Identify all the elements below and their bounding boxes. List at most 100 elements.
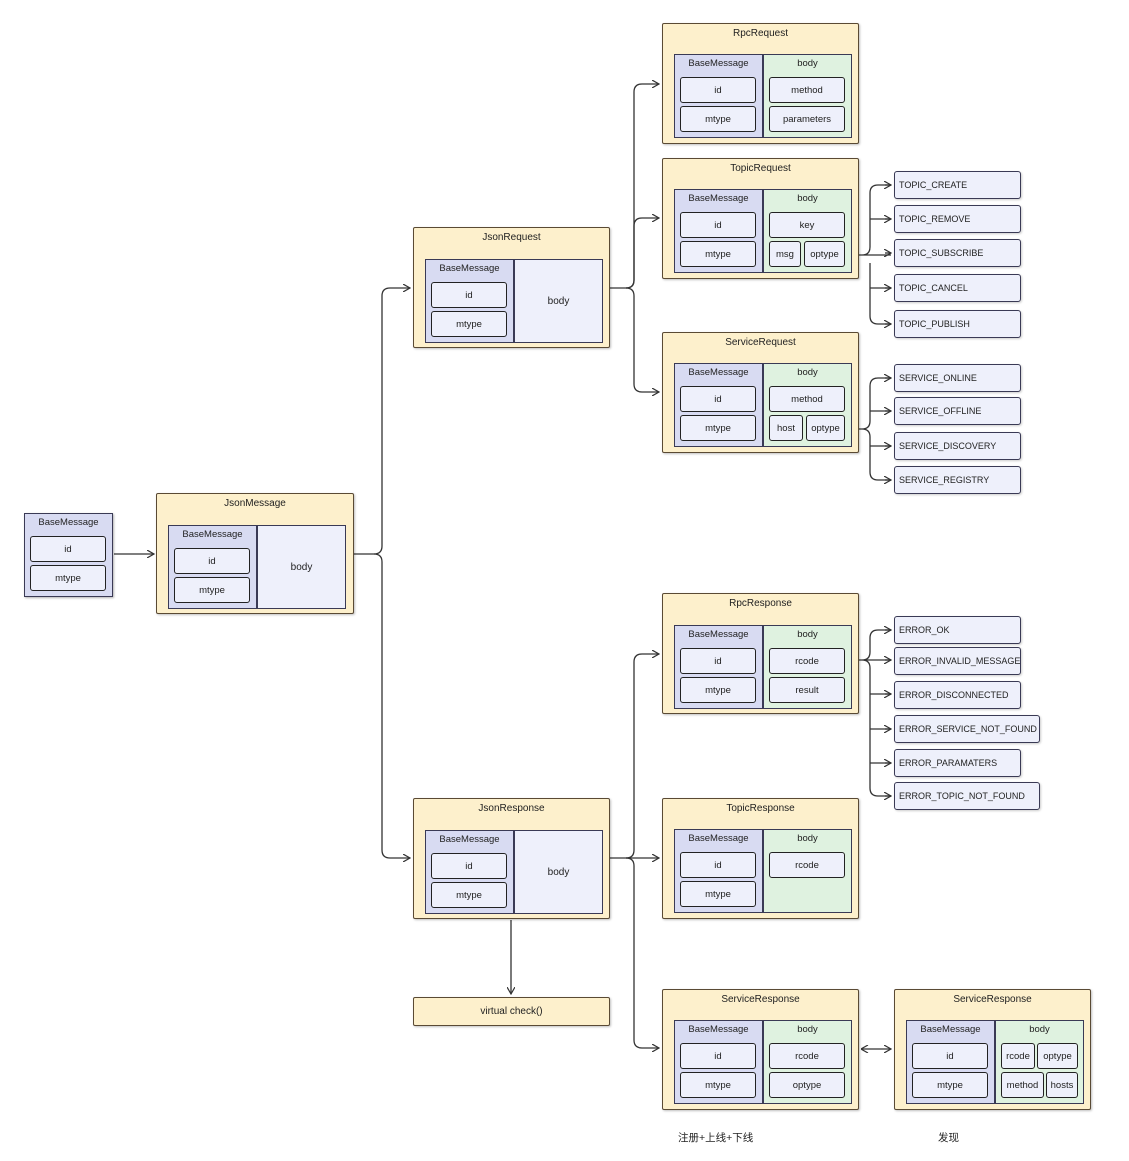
body-title: body <box>797 367 818 378</box>
mtype-field: mtype <box>680 677 756 703</box>
host-field: host <box>769 415 803 441</box>
arrow-jsonresponse-to-serviceresponse <box>625 857 659 1048</box>
base-message-block: BaseMessage id mtype <box>425 259 514 343</box>
service-response-discovery-class: ServiceResponse BaseMessage id mtype bod… <box>894 989 1091 1110</box>
base-message-block: BaseMessage id mtype <box>674 189 763 273</box>
id-field: id <box>174 548 250 574</box>
optype-field: optype <box>806 415 845 441</box>
mtype-field: mtype <box>680 1072 756 1098</box>
service-request-class: ServiceRequest BaseMessage id mtype body… <box>662 332 859 453</box>
topic-response-title: TopicResponse <box>726 803 795 814</box>
id-field: id <box>680 648 756 674</box>
parameters-field: parameters <box>769 106 845 132</box>
base-message-block: BaseMessage id mtype <box>674 363 763 447</box>
enum-error-service-not-found: ERROR_SERVICE_NOT_FOUND <box>894 715 1040 743</box>
service-request-title: ServiceRequest <box>725 337 796 348</box>
enum-service-offline: SERVICE_OFFLINE <box>894 397 1021 425</box>
base-message-block: BaseMessage id mtype <box>168 525 257 609</box>
json-response-title: JsonResponse <box>478 803 545 814</box>
service-response-class: ServiceResponse BaseMessage id mtype bod… <box>662 989 859 1110</box>
arrow-jsonresponse-to-rpcresponse <box>610 654 659 859</box>
enum-service-registry: SERVICE_REGISTRY <box>894 466 1021 494</box>
body-block: body rcode result <box>763 625 852 709</box>
base-message-title: BaseMessage <box>688 1024 749 1035</box>
body-block: body key msg optype <box>763 189 852 273</box>
enum-service-online: SERVICE_ONLINE <box>894 364 1021 392</box>
rcode-field: rcode <box>769 1043 845 1069</box>
body-block: body <box>514 259 603 343</box>
base-message-block: BaseMessage id mtype <box>674 54 763 138</box>
json-request-title: JsonRequest <box>482 232 541 243</box>
arrow-jsonrequest-to-servicerequest <box>625 287 659 392</box>
mtype-field: mtype <box>30 565 106 591</box>
body-block: body method host optype <box>763 363 852 447</box>
body-block: body <box>257 525 346 609</box>
service-response-title: ServiceResponse <box>721 994 800 1005</box>
id-field: id <box>912 1043 988 1069</box>
json-message-class: JsonMessage BaseMessage id mtype body <box>156 493 354 614</box>
enum-error-topic-not-found: ERROR_TOPIC_NOT_FOUND <box>894 782 1040 810</box>
id-field: id <box>30 536 106 562</box>
enum-topic-cancel: TOPIC_CANCEL <box>894 274 1021 302</box>
enum-topic-remove: TOPIC_REMOVE <box>894 205 1021 233</box>
json-response-class: JsonResponse BaseMessage id mtype body <box>413 798 610 919</box>
rcode-field: rcode <box>769 648 845 674</box>
base-message-title: BaseMessage <box>688 833 749 844</box>
msg-field: msg <box>769 241 801 267</box>
enum-error-invalid-message: ERROR_INVALID_MESSAGE <box>894 647 1021 675</box>
caption-register: 注册+上线+下线 <box>678 1132 754 1144</box>
enum-error-paramaters: ERROR_PARAMATERS <box>894 749 1021 777</box>
body-title: body <box>1029 1024 1050 1035</box>
enum-topic-subscribe: TOPIC_SUBSCRIBE <box>894 239 1021 267</box>
json-message-title: JsonMessage <box>224 498 286 509</box>
json-request-class: JsonRequest BaseMessage id mtype body <box>413 227 610 348</box>
enum-topic-create: TOPIC_CREATE <box>894 171 1021 199</box>
hosts-field: hosts <box>1046 1072 1078 1098</box>
body-block: body method parameters <box>763 54 852 138</box>
base-message-title: BaseMessage <box>38 517 99 528</box>
enum-error-disconnected: ERROR_DISCONNECTED <box>894 681 1021 709</box>
base-message-block: BaseMessage id mtype <box>425 830 514 914</box>
arrow-jsonmessage-to-jsonrequest <box>354 288 410 555</box>
body-title: body <box>797 833 818 844</box>
base-message-block: BaseMessage id mtype <box>674 829 763 913</box>
mtype-field: mtype <box>431 311 507 337</box>
key-field: key <box>769 212 845 238</box>
mtype-field: mtype <box>680 881 756 907</box>
optype-field: optype <box>804 241 845 267</box>
topic-response-class: TopicResponse BaseMessage id mtype body … <box>662 798 859 919</box>
arrow-jsonrequest-to-topicrequest <box>625 218 659 289</box>
base-message-title: BaseMessage <box>182 529 243 540</box>
id-field: id <box>680 386 756 412</box>
rpc-response-title: RpcResponse <box>729 598 792 609</box>
mtype-field: mtype <box>912 1072 988 1098</box>
base-message-title: BaseMessage <box>688 193 749 204</box>
rcode-field: rcode <box>1001 1043 1035 1069</box>
mtype-field: mtype <box>431 882 507 908</box>
base-message-title: BaseMessage <box>920 1024 981 1035</box>
arrow-rcode-fan <box>846 629 891 797</box>
rpc-request-title: RpcRequest <box>732 28 789 39</box>
method-field: method <box>1001 1072 1044 1098</box>
enum-service-discovery: SERVICE_DISCOVERY <box>894 432 1021 460</box>
enum-error-ok: ERROR_OK <box>894 616 1021 644</box>
mtype-field: mtype <box>680 415 756 441</box>
id-field: id <box>680 852 756 878</box>
body-title: body <box>797 58 818 69</box>
base-message-title: BaseMessage <box>439 834 500 845</box>
optype-field: optype <box>1037 1043 1078 1069</box>
base-message-title: BaseMessage <box>439 263 500 274</box>
virtual-check-method: virtual check() <box>413 997 610 1026</box>
base-message-title: BaseMessage <box>688 58 749 69</box>
body-title: body <box>797 193 818 204</box>
mtype-field: mtype <box>680 241 756 267</box>
enum-topic-publish: TOPIC_PUBLISH <box>894 310 1021 338</box>
base-message-block: BaseMessage id mtype <box>674 1020 763 1104</box>
arrow-jsonmessage-to-jsonresponse <box>373 553 410 858</box>
topic-request-class: TopicRequest BaseMessage id mtype body k… <box>662 158 859 279</box>
base-message-root: BaseMessage id mtype <box>24 513 113 597</box>
mtype-field: mtype <box>174 577 250 603</box>
arrow-service-optype-fan <box>846 377 891 481</box>
rpc-response-class: RpcResponse BaseMessage id mtype body rc… <box>662 593 859 714</box>
